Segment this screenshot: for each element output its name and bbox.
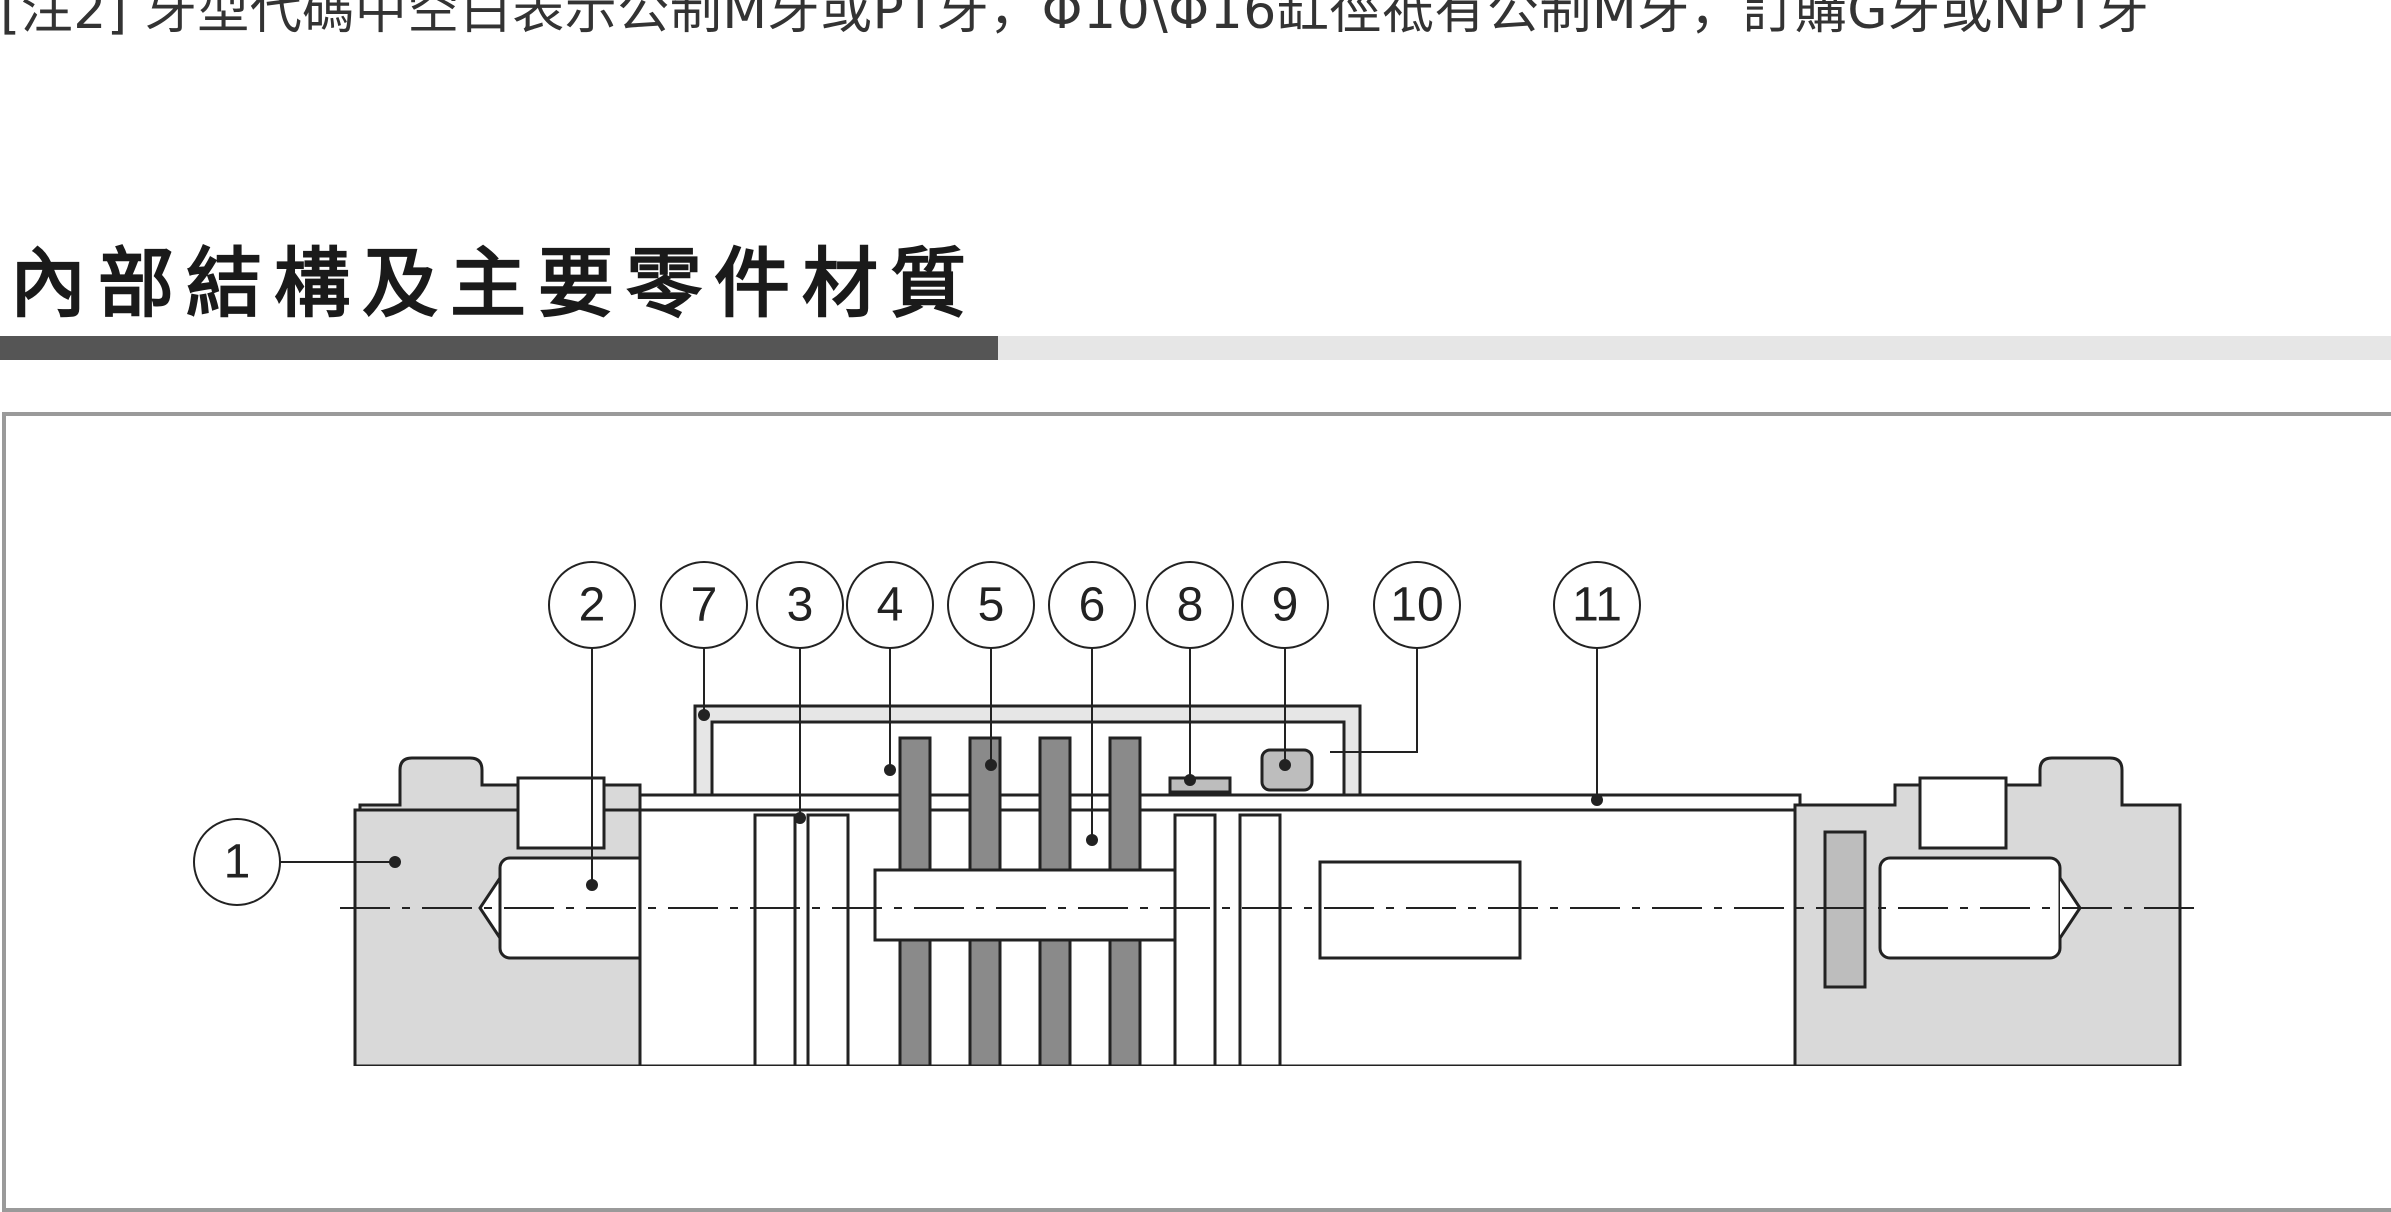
cylinder-cross-section-diagram: 1 2 3 4 5 6 7 8 9 10 11 xyxy=(193,561,2200,1066)
title-underline-dark xyxy=(0,336,998,360)
footnote-text: [注2] 牙型代碼中空白表示公制M牙或PT牙，Φ10\Φ16缸徑祗有公制M牙，訂… xyxy=(0,0,2150,41)
callout-8-label: 8 xyxy=(1177,579,1204,632)
piston-core xyxy=(873,868,1177,942)
callout-3-label: 3 xyxy=(787,579,814,632)
piston-left xyxy=(753,813,797,1066)
piston-right-2 xyxy=(1238,813,1282,1066)
callout-11-label: 11 xyxy=(1572,579,1622,632)
callout-5-label: 5 xyxy=(978,579,1005,632)
piston-left-2 xyxy=(806,813,850,1066)
callout-10-label: 10 xyxy=(1390,579,1443,632)
left-port xyxy=(516,776,606,850)
right-port xyxy=(1918,776,2008,850)
callout-6-label: 6 xyxy=(1079,579,1106,632)
callout-9-label: 9 xyxy=(1272,579,1299,632)
piston-right xyxy=(1173,813,1217,1066)
seal-ring-8 xyxy=(1168,776,1232,794)
callout-2-label: 2 xyxy=(579,579,606,632)
section-title: 內部結構及主要零件材質 xyxy=(10,239,978,328)
callout-7-label: 7 xyxy=(691,579,718,632)
right-seal xyxy=(1823,830,1867,989)
callout-4-label: 4 xyxy=(877,579,904,632)
callout-1-label: 1 xyxy=(224,836,251,889)
inner-rod xyxy=(1318,860,1522,960)
title-underline-light xyxy=(998,336,2391,360)
